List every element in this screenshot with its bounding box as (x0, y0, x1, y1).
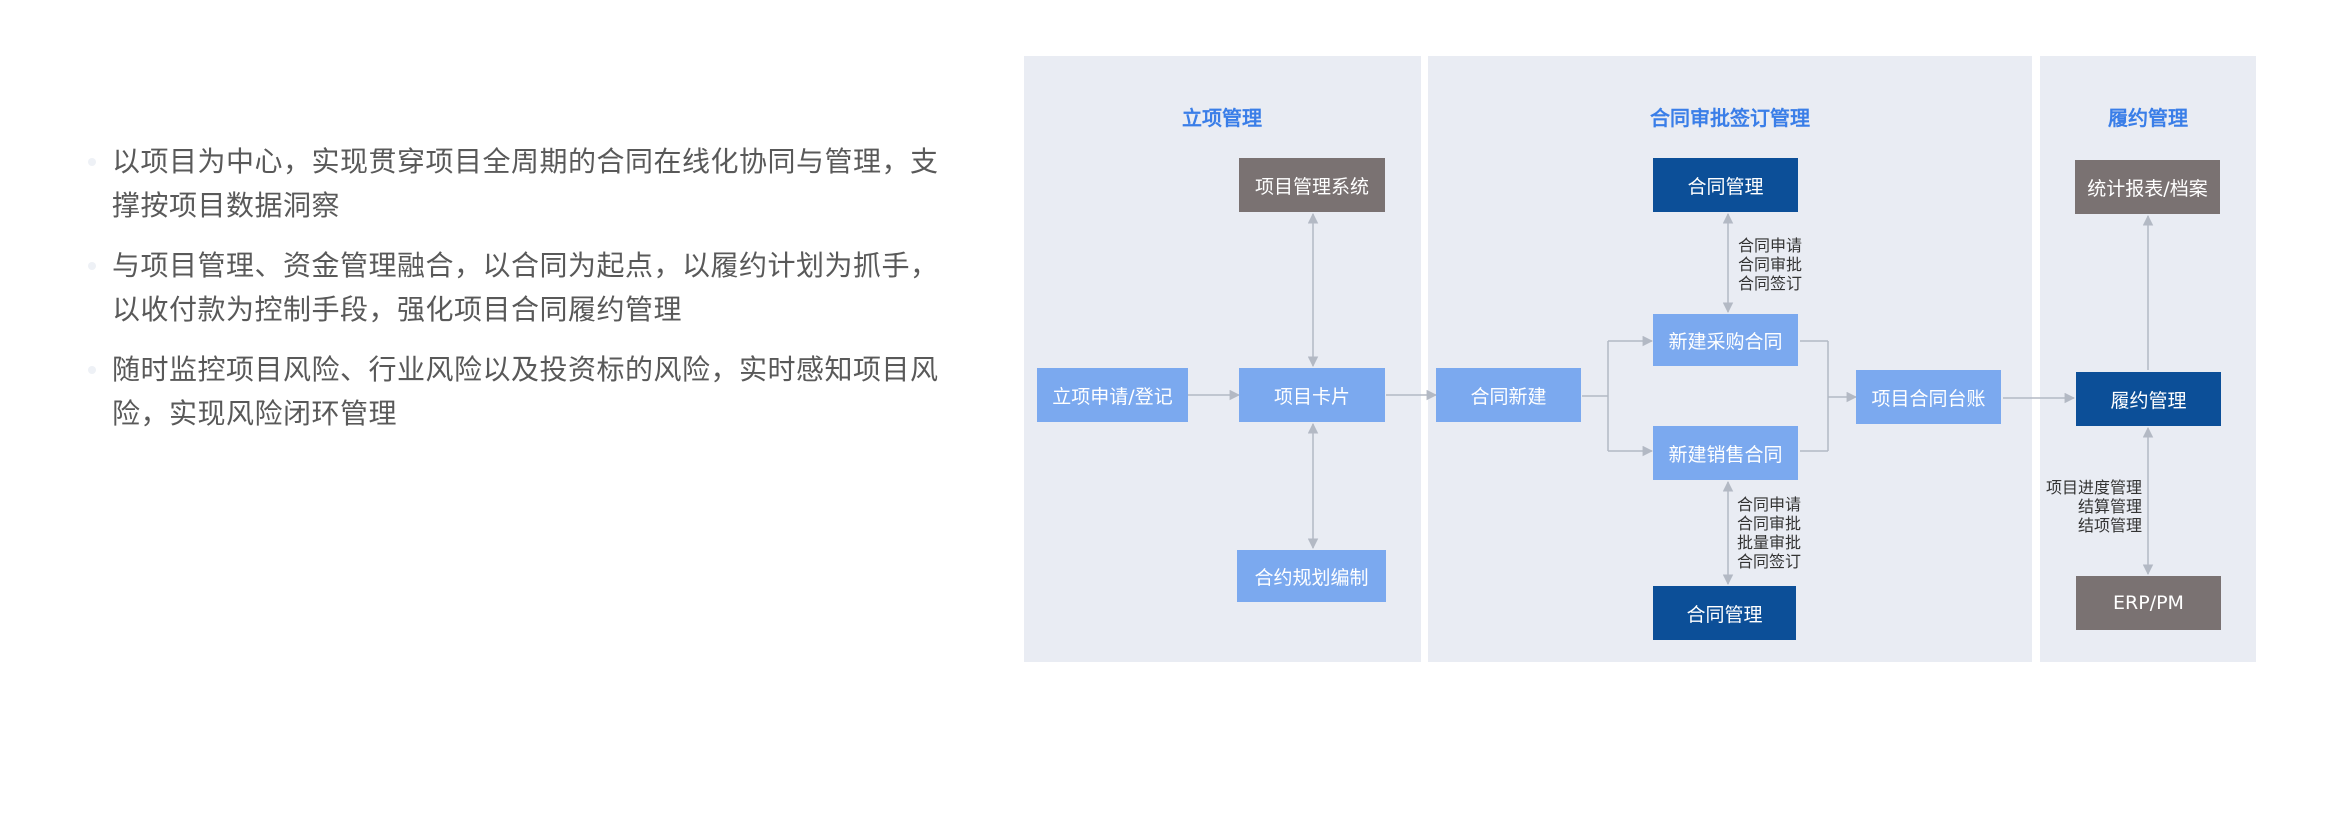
node-performance-mgmt: 履约管理 (2076, 372, 2221, 426)
note-line: 批量审批 (1737, 533, 1802, 552)
panel-title-performance: 履约管理 (2108, 106, 2188, 130)
node-project-ledger: 项目合同台账 (1856, 370, 2001, 424)
feature-text: 随时监控项目风险、行业风险以及投资标的风险，实时感知项目风险，实现风险闭环管理 (112, 353, 939, 430)
node-stats-archive: 统计报表/档案 (2075, 160, 2220, 214)
feature-item: 以项目为中心，实现贯穿项目全周期的合同在线化协同与管理，支撑按项目数据洞察 (86, 140, 966, 228)
note-bottom-contract-steps: 合同申请 合同审批 批量审批 合同签订 (1737, 495, 1801, 571)
note-performance-steps: 项目进度管理 结算管理 结项管理 (2040, 478, 2142, 535)
note-line: 合同审批 (1737, 514, 1802, 533)
bullet-dot-icon (88, 158, 96, 166)
node-project-apply: 立项申请/登记 (1037, 368, 1188, 422)
note-top-contract-steps: 合同申请 合同审批 合同签订 (1738, 236, 1802, 293)
note-line: 合同申请 (1737, 495, 1802, 514)
node-project-card: 项目卡片 (1239, 368, 1385, 422)
note-line: 合同申请 (1738, 236, 1803, 255)
panel-title-contract: 合同审批签订管理 (1650, 106, 1810, 130)
bullet-dot-icon (88, 366, 96, 374)
node-new-purchase: 新建采购合同 (1653, 314, 1798, 366)
node-contract-mgmt-top: 合同管理 (1653, 158, 1798, 212)
feature-item: 与项目管理、资金管理融合，以合同为起点，以履约计划为抓手，以收付款为控制手段，强… (86, 244, 966, 332)
node-erp-pm: ERP/PM (2076, 576, 2221, 630)
feature-list: 以项目为中心，实现贯穿项目全周期的合同在线化协同与管理，支撑按项目数据洞察 与项… (86, 140, 966, 452)
panel-performance (2040, 56, 2256, 662)
note-line: 结项管理 (2077, 516, 2142, 535)
node-contract-mgmt-bottom: 合同管理 (1653, 586, 1796, 640)
feature-text: 与项目管理、资金管理融合，以合同为起点，以履约计划为抓手，以收付款为控制手段，强… (112, 249, 939, 326)
feature-text: 以项目为中心，实现贯穿项目全周期的合同在线化协同与管理，支撑按项目数据洞察 (112, 145, 939, 222)
node-new-sales: 新建销售合同 (1653, 426, 1798, 480)
node-contract-new: 合同新建 (1436, 368, 1581, 422)
node-contract-plan: 合约规划编制 (1237, 550, 1386, 602)
feature-item: 随时监控项目风险、行业风险以及投资标的风险，实时感知项目风险，实现风险闭环管理 (86, 348, 966, 436)
note-line: 结算管理 (2077, 497, 2142, 516)
note-line: 项目进度管理 (2045, 478, 2142, 497)
note-line: 合同签订 (1738, 274, 1803, 293)
note-line: 合同签订 (1737, 552, 1802, 571)
bullet-dot-icon (88, 262, 96, 270)
panel-title-approval: 立项管理 (1182, 106, 1262, 130)
node-project-system: 项目管理系统 (1239, 158, 1385, 212)
note-line: 合同审批 (1738, 255, 1803, 274)
